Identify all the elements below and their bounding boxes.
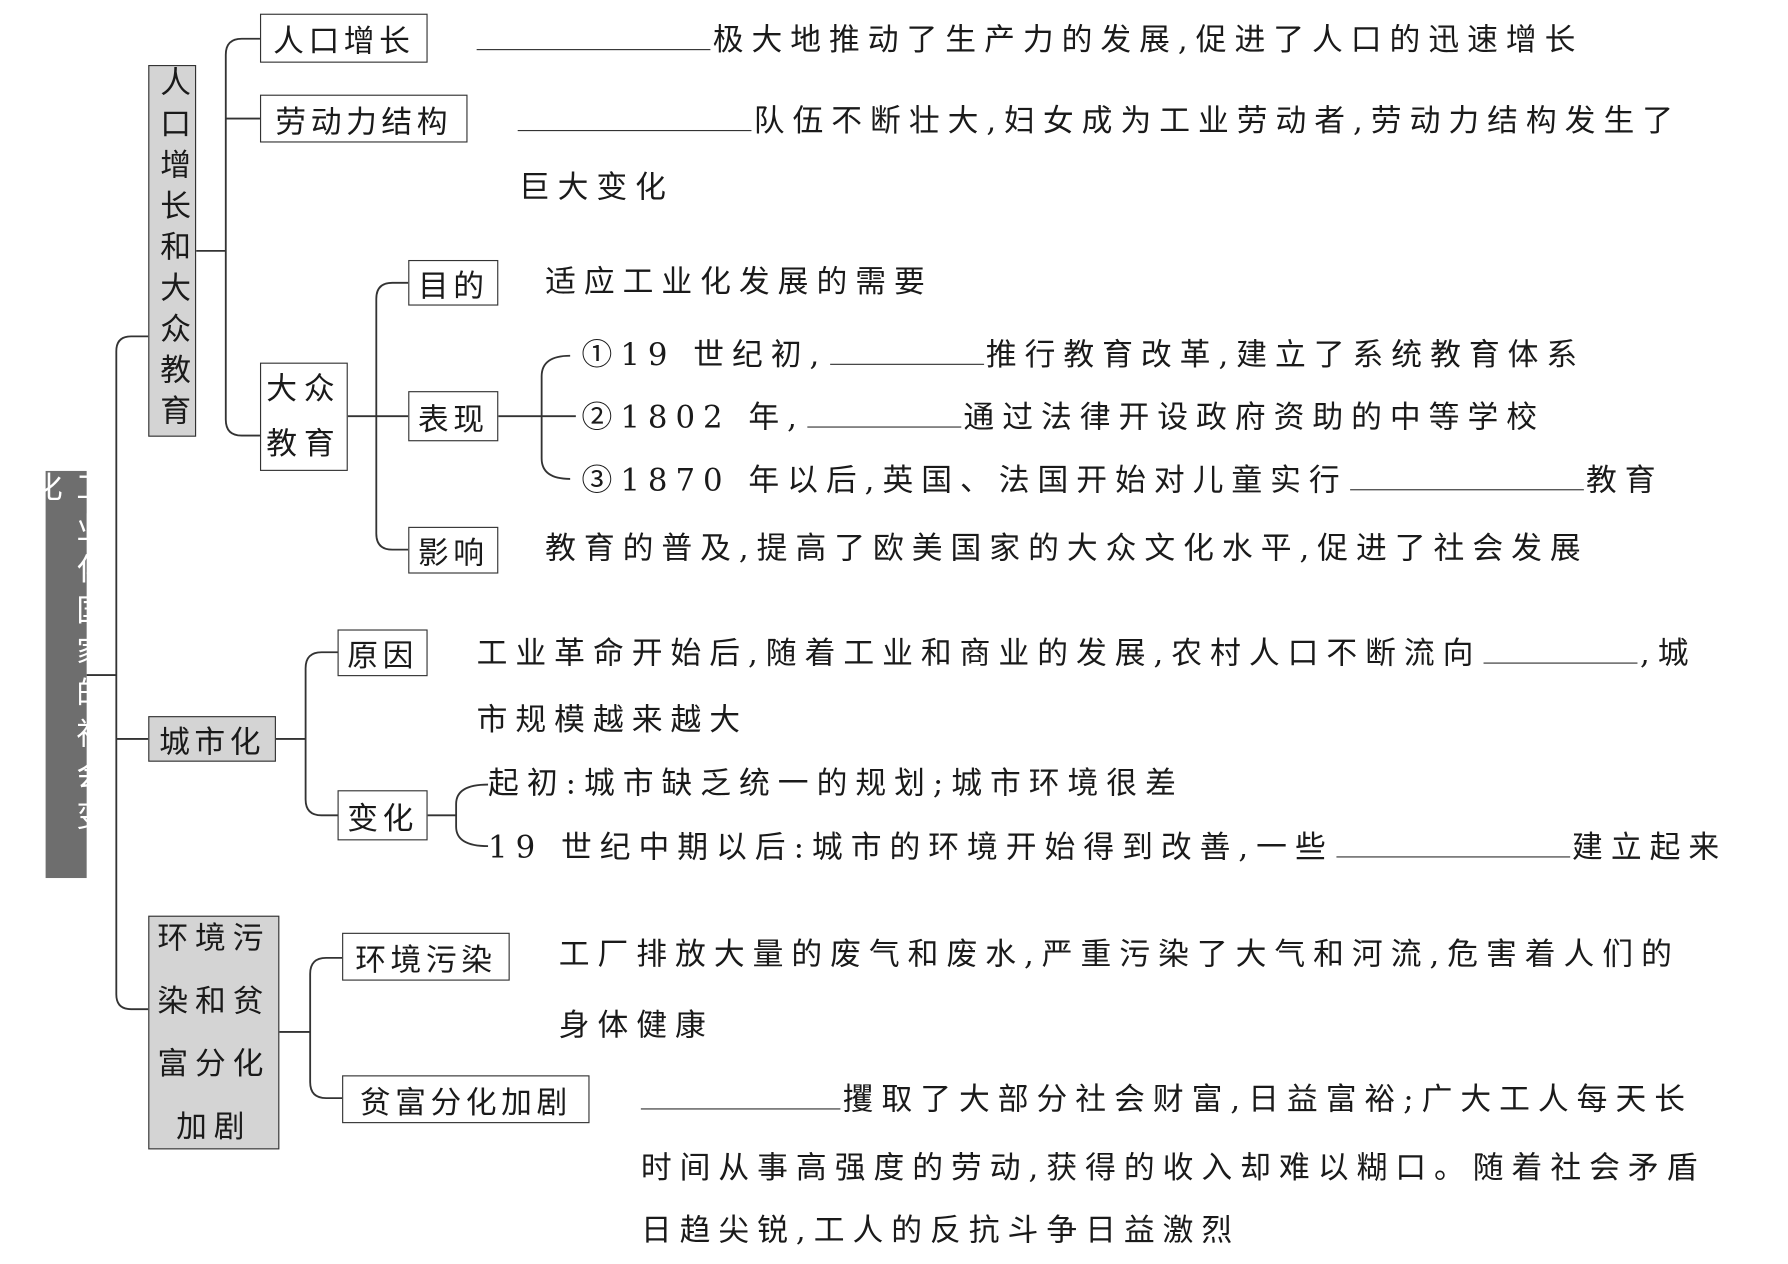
label-line: 染和贫	[157, 983, 271, 1019]
connector-education	[347, 281, 409, 551]
node-purpose: 目的	[408, 259, 499, 306]
text: 教育	[1586, 462, 1664, 499]
fill-blank[interactable]	[807, 397, 962, 428]
connector-branch3	[279, 956, 343, 1100]
fill-blank[interactable]	[1336, 827, 1570, 858]
node-pollution: 环境污染	[342, 932, 510, 981]
fill-blank[interactable]	[1483, 633, 1638, 664]
label-line: 大众	[266, 371, 342, 407]
fill-blank[interactable]	[829, 334, 984, 365]
text: 工业革命开始后,随着工业和商业的发展,农村人口不断流向	[476, 636, 1482, 672]
manifest-item-2: ②1802 年, 通过法律开设政府资助的中等学校	[582, 397, 1545, 438]
node-manifestation: 表现	[408, 391, 499, 442]
connector-branch1	[196, 37, 260, 437]
text: 建立起来	[1572, 830, 1728, 866]
fill-blank[interactable]	[476, 19, 711, 51]
pollution-text: 工厂排放大量的废气和废水,严重污染了大气和河流,危害着人们的	[558, 937, 1680, 973]
change-item-2: 19 世纪中期以后:城市的环境开始得到改善,一些 建立起来	[488, 827, 1727, 868]
label-line: 教育	[266, 425, 342, 462]
node-labor-structure: 劳动力结构	[259, 94, 468, 143]
node-cause: 原因	[337, 629, 428, 677]
root-node: 工业化国家的社会变化	[26, 470, 106, 879]
label-line: 富分化	[157, 1046, 271, 1082]
branch-urbanization: 城市化	[148, 716, 276, 762]
manifest-item-1: ①19 世纪初, 推行教育改革,建立了系统教育体系	[582, 334, 1586, 375]
text: ,城	[1639, 636, 1697, 672]
node-change: 变化	[337, 790, 428, 841]
text: 极大地推动了生产力的发展,促进了人口的迅速增长	[712, 22, 1584, 59]
text: ②1802 年,	[581, 400, 805, 436]
fill-blank[interactable]	[517, 100, 752, 132]
node-impact: 影响	[408, 526, 499, 574]
population-growth-text: 极大地推动了生产力的发展,促进了人口的迅速增长	[474, 19, 1583, 60]
labor-structure-text-cont: 巨大变化	[518, 169, 674, 206]
node-population-growth: 人口增长	[259, 13, 428, 63]
branch-pollution-wealth-gap: 环境污 染和贫 富分化 加剧	[148, 915, 280, 1150]
text: 推行教育改革,建立了系统教育体系	[985, 337, 1586, 373]
purpose-text: 适应工业化发展的需要	[545, 264, 933, 300]
cause-text-cont: 市规模越来越大	[476, 702, 749, 738]
text: ①19 世纪初,	[581, 337, 828, 373]
connector-branch2	[275, 651, 338, 817]
text: 19 世纪中期以后:城市的环境开始得到改善,一些	[488, 830, 1334, 866]
connector-change	[427, 783, 489, 848]
text: 攫取了大部分社会财富,日益富裕;广大工人每天长	[842, 1082, 1693, 1118]
label-line: 加剧	[176, 1108, 252, 1145]
wealth-gap-text-cont2: 日趋尖锐,工人的反抗斗争日益激烈	[640, 1213, 1241, 1249]
labor-structure-text: 队伍不断壮大,妇女成为工业劳动者,劳动力结构发生了	[515, 100, 1681, 141]
branch-population-education: 人口增长和大众教育	[148, 64, 197, 437]
impact-text: 教育的普及,提高了欧美国家的大众文化水平,促进了社会发展	[545, 531, 1589, 567]
connector-manifest	[498, 354, 576, 480]
change-item-1: 起初:城市缺乏统一的规划;城市环境很差	[488, 766, 1184, 802]
text: ③1870 年以后,英国、法国开始对儿童实行	[581, 462, 1348, 499]
node-mass-education: 大众 教育	[259, 362, 348, 471]
node-wealth-gap: 贫富分化加剧	[342, 1075, 590, 1124]
cause-text: 工业革命开始后,随着工业和商业的发展,农村人口不断流向 ,城	[477, 633, 1697, 674]
text: 队伍不断壮大,妇女成为工业劳动者,劳动力结构发生了	[753, 103, 1681, 140]
fill-blank[interactable]	[1349, 460, 1584, 491]
label-line: 环境污	[157, 920, 271, 957]
text: 通过法律开设政府资助的中等学校	[963, 400, 1545, 436]
pollution-text-cont: 身体健康	[558, 1008, 714, 1044]
wealth-gap-text: 攫取了大部分社会财富,日益富裕;广大工人每天长	[639, 1079, 1693, 1120]
manifest-item-3: ③1870 年以后,英国、法国开始对儿童实行 教育	[582, 460, 1664, 501]
fill-blank[interactable]	[640, 1079, 841, 1110]
connector-root	[86, 335, 149, 1011]
wealth-gap-text-cont: 时间从事高强度的劳动,获得的收入却难以糊口。随着社会矛盾	[640, 1150, 1706, 1186]
